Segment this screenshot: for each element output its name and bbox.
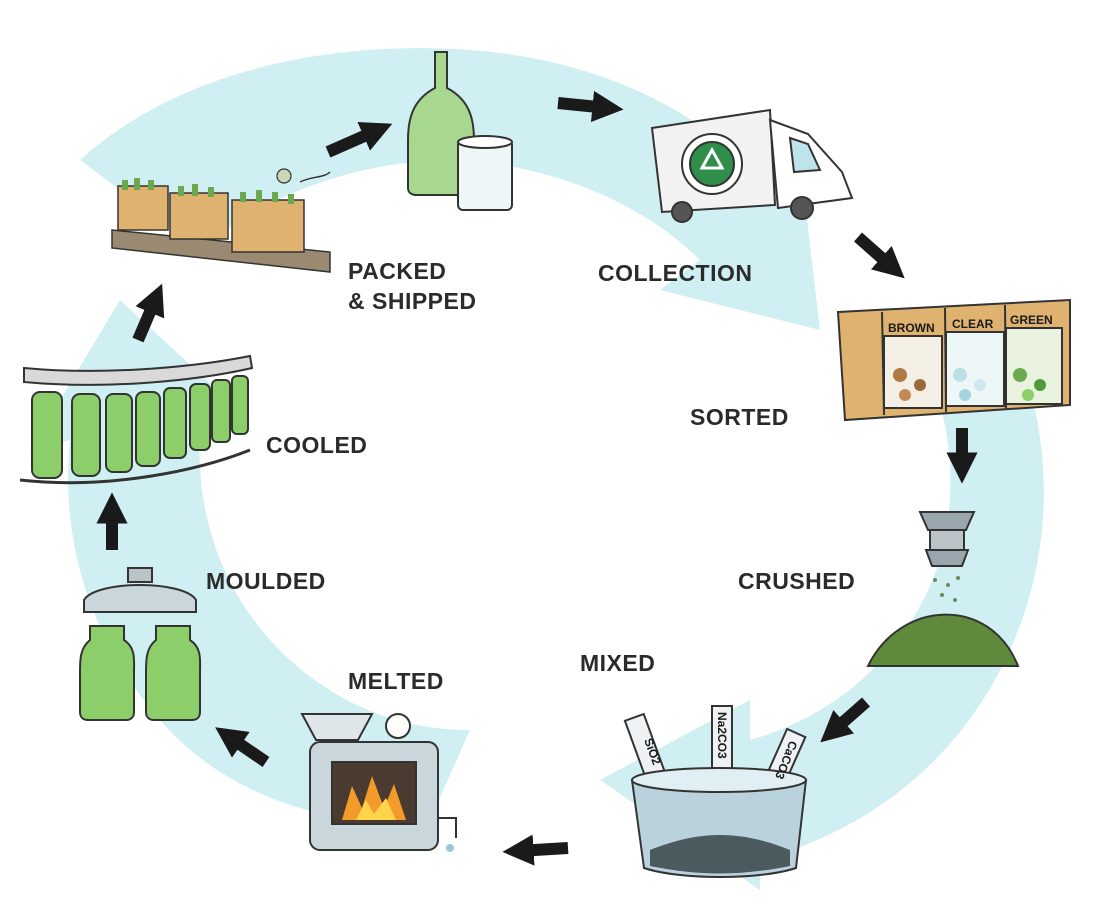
stage-label-packed: PACKED & SHIPPED bbox=[348, 256, 476, 316]
mixing-pot-icon bbox=[623, 705, 808, 878]
arrow-mixed-to-melted bbox=[502, 834, 569, 866]
bin-label-brown: BROWN bbox=[888, 321, 935, 335]
cooling-conveyor-icon bbox=[19, 354, 254, 485]
stage-label-moulded: MOULDED bbox=[206, 568, 326, 594]
arrow-packed-to-bottle bbox=[325, 122, 393, 158]
furnace-icon bbox=[300, 713, 457, 852]
arrow-crushed-to-mixed bbox=[820, 697, 870, 743]
flow-arrows bbox=[96, 90, 978, 866]
swoosh-right bbox=[600, 330, 1044, 890]
bin-label-green: GREEN bbox=[1010, 313, 1053, 327]
recycling-truck-icon bbox=[650, 108, 854, 223]
arrow-cooled-to-packed bbox=[132, 283, 165, 343]
stage-label-sorted: SORTED bbox=[690, 404, 789, 430]
stage-label-packed-line2: & SHIPPED bbox=[348, 288, 477, 314]
arrow-bottle-to-collection bbox=[557, 90, 624, 122]
crusher-icon bbox=[866, 511, 1020, 667]
stage-label-crushed: CRUSHED bbox=[738, 568, 856, 594]
mould-icon bbox=[79, 567, 202, 721]
arrow-melted-to-moulded bbox=[215, 727, 270, 767]
stage-label-cooled: COOLED bbox=[266, 432, 368, 458]
stage-label-mixed: MIXED bbox=[580, 650, 656, 676]
stage-label-melted: MELTED bbox=[348, 668, 444, 694]
bottle-and-jar-icon bbox=[407, 51, 513, 211]
arrow-collection-to-sorted bbox=[854, 232, 905, 279]
ingredient-na2co3: Na2CO3 bbox=[715, 712, 729, 759]
packed-crates-icon bbox=[111, 168, 331, 273]
sorting-bins-icon bbox=[836, 298, 1071, 422]
stage-label-collection: COLLECTION bbox=[598, 260, 753, 286]
swoosh-top bbox=[80, 48, 820, 330]
stage-label-packed-line1: PACKED bbox=[348, 258, 447, 284]
bin-label-clear: CLEAR bbox=[952, 317, 994, 331]
